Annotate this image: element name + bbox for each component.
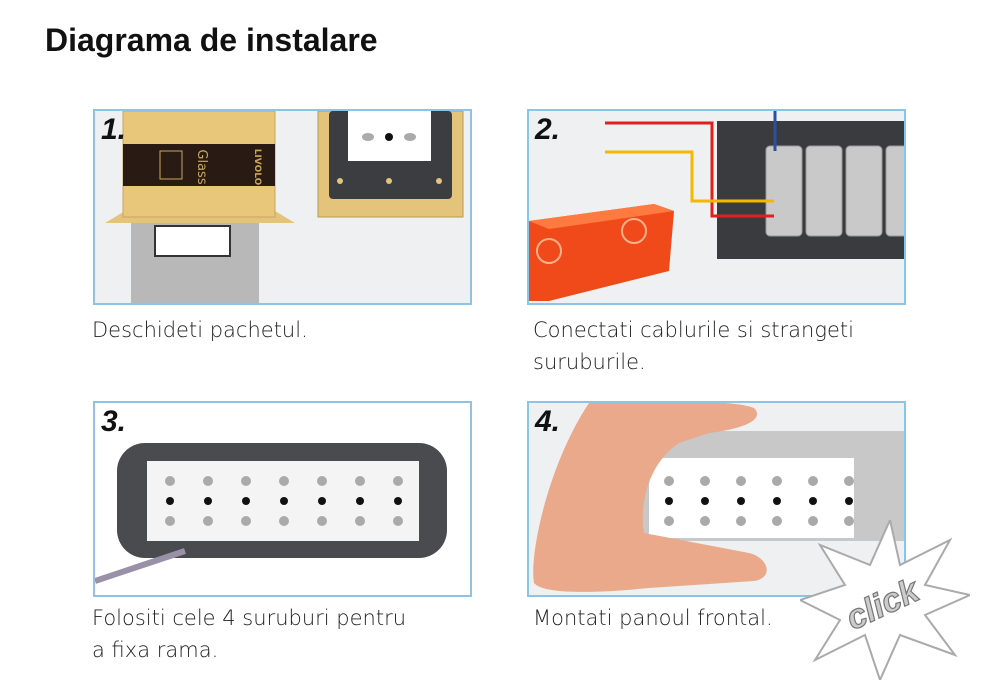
socket-hole	[280, 497, 288, 505]
step-3-image: 3.	[93, 401, 472, 597]
socket-hole	[809, 497, 817, 505]
step-number: 4.	[535, 405, 561, 438]
page-title: Diagrama de instalare	[45, 22, 378, 58]
socket-hole	[203, 476, 213, 486]
step-3-caption: Folositi cele 4 suruburi pentru a fixa r…	[92, 602, 406, 666]
caption-line: a fixa rama.	[92, 638, 219, 662]
step-number: 1.	[101, 113, 127, 146]
socket-hole	[700, 516, 710, 526]
step-4-caption: Montati panoul frontal.	[533, 606, 773, 630]
socket-hole	[772, 476, 782, 486]
socket-hole	[355, 516, 365, 526]
socket-hole	[317, 476, 327, 486]
step-number: 2.	[535, 113, 561, 146]
socket-hole	[204, 497, 212, 505]
package-glass-text: Glass	[194, 149, 209, 184]
socket-hole	[394, 497, 402, 505]
step-number: 3.	[101, 405, 127, 438]
socket-hole	[393, 516, 403, 526]
socket-hole	[279, 476, 289, 486]
socket-hole	[241, 516, 251, 526]
socket-hole	[736, 476, 746, 486]
socket-hole	[665, 497, 673, 505]
brand-logo: LIVOLO	[252, 149, 262, 186]
socket-hole	[808, 476, 818, 486]
caption-line: Conectati cablurile si strangeti	[533, 318, 854, 342]
socket-hole	[318, 497, 326, 505]
socket-hole	[773, 497, 781, 505]
socket-hole	[701, 497, 709, 505]
socket-hole	[393, 476, 403, 486]
socket-hole	[166, 497, 174, 505]
socket-hole	[845, 497, 853, 505]
socket-hole	[844, 476, 854, 486]
caption-line: Folositi cele 4 suruburi pentru	[92, 606, 407, 630]
socket-hole	[808, 516, 818, 526]
socket-hole	[242, 497, 250, 505]
step-1-caption: Deschideti pachetul.	[92, 318, 308, 342]
step-2-image: 2.	[527, 109, 906, 305]
socket-hole	[664, 476, 674, 486]
socket-hole	[317, 516, 327, 526]
socket-hole	[355, 476, 365, 486]
socket-hole	[844, 516, 854, 526]
socket-hole	[700, 476, 710, 486]
socket-hole	[241, 476, 251, 486]
socket-hole	[279, 516, 289, 526]
socket-hole	[165, 476, 175, 486]
socket-hole	[356, 497, 364, 505]
socket-hole	[772, 516, 782, 526]
caption-line: suruburile.	[533, 350, 646, 374]
socket-hole	[737, 497, 745, 505]
socket-hole	[203, 516, 213, 526]
step-1-image: 1. Glass LIVOLO	[93, 109, 472, 305]
step-2-caption: Conectati cablurile si strangeti surubur…	[533, 314, 854, 378]
socket-hole	[165, 516, 175, 526]
click-burst-icon: click	[800, 520, 970, 680]
socket-hole	[736, 516, 746, 526]
socket-hole	[664, 516, 674, 526]
